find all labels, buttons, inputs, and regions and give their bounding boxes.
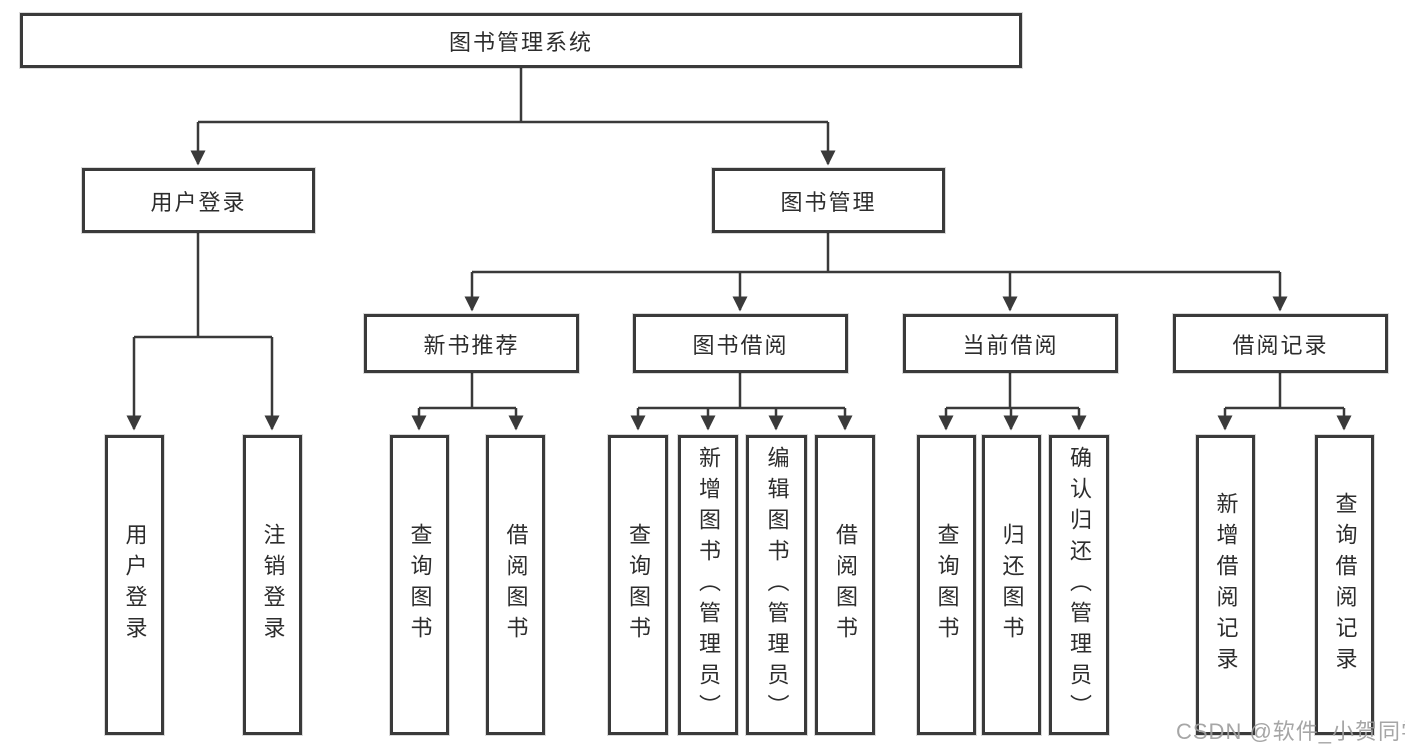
leaf-borrow-books: 借阅图书 (815, 435, 875, 735)
node-book-borrow: 图书借阅 (633, 314, 848, 373)
leaf-query-books-current: 查询图书 (917, 435, 976, 735)
node-root-system: 图书管理系统 (20, 13, 1022, 68)
leaf-add-books-admin: 新增图书（管理员） (678, 435, 738, 735)
leaf-borrow-books-recommend: 借阅图书 (486, 435, 545, 735)
node-user-login: 用户登录 (82, 168, 315, 233)
node-borrow-records: 借阅记录 (1173, 314, 1388, 373)
leaf-add-borrow-record: 新增借阅记录 (1196, 435, 1255, 735)
csdn-watermark: CSDN @软件_小贺同学 (1176, 719, 1405, 744)
leaf-logout: 注销登录 (243, 435, 302, 735)
node-new-book-recommend: 新书推荐 (364, 314, 579, 373)
node-current-borrow: 当前借阅 (903, 314, 1118, 373)
leaf-confirm-return-admin: 确认归还（管理员） (1049, 435, 1109, 735)
leaf-query-borrow-record: 查询借阅记录 (1315, 435, 1374, 735)
leaf-query-books-recommend: 查询图书 (390, 435, 449, 735)
leaf-return-books: 归还图书 (982, 435, 1041, 735)
node-book-management: 图书管理 (712, 168, 945, 233)
leaf-edit-books-admin: 编辑图书（管理员） (746, 435, 807, 735)
leaf-query-books-borrow: 查询图书 (608, 435, 668, 735)
leaf-user-login: 用户登录 (105, 435, 164, 735)
